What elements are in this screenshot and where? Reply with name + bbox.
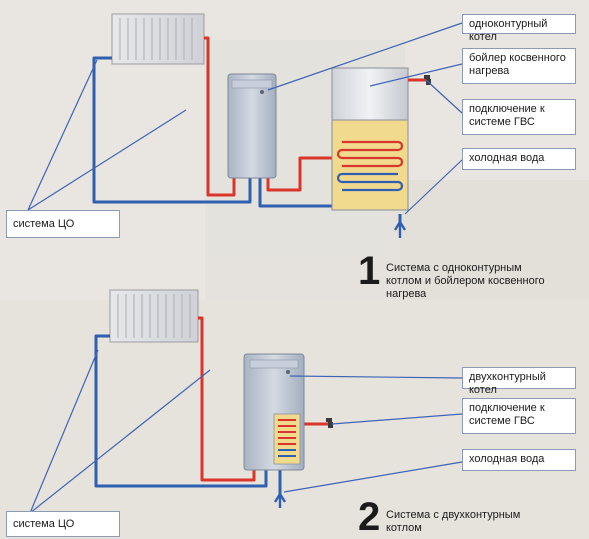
label-heating-system-2: система ЦО	[6, 511, 120, 537]
diagram-number-2: 2	[358, 495, 381, 539]
cold-pipes-2	[94, 334, 282, 494]
label-dhw-connection-1: подключение к системе ГВС	[462, 99, 576, 135]
hot-pipes-2	[198, 316, 330, 482]
label-heating-system-1: система ЦО	[6, 210, 120, 238]
diagram-caption-1: Система с одноконтурным котлом и бойлеро…	[386, 262, 545, 300]
leader-lines-1	[27, 22, 463, 215]
diagram-caption-2: Система с двухконтурным котлом	[386, 509, 521, 534]
single-circuit-boiler	[227, 73, 277, 179]
label-cold-water-2: холодная вода	[462, 449, 576, 471]
double-circuit-boiler	[243, 353, 333, 508]
diagram-2	[29, 289, 463, 514]
diagram-1	[27, 13, 463, 238]
label-double-circuit-boiler: двухконтурный котел	[462, 367, 576, 396]
radiator-1	[111, 13, 205, 65]
label-single-circuit-boiler: одноконтурный котел	[462, 14, 576, 43]
label-dhw-connection-2: подключение к системе ГВС	[462, 398, 576, 434]
label-cold-water-1: холодная вода	[462, 148, 576, 170]
hot-pipes-1	[204, 36, 342, 197]
diagram-number-1: 1	[358, 249, 381, 293]
indirect-heating-tank	[331, 67, 431, 238]
label-indirect-heating-tank: бойлер косвенного нагрева	[462, 48, 576, 84]
leader-lines-2	[29, 349, 463, 514]
radiator-2	[109, 289, 199, 343]
